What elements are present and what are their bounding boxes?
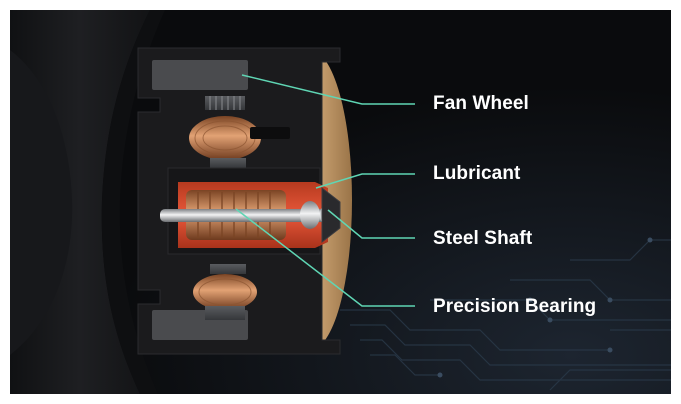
diagram-frame: Fan Wheel Lubricant Steel Shaft Precisio… (10, 10, 671, 394)
callout-fan-wheel: Fan Wheel (433, 93, 529, 114)
shaft-end-cap (300, 201, 320, 229)
top-pad (152, 60, 248, 90)
circuit-pads (437, 237, 653, 378)
fan-blades (10, 10, 165, 394)
fan-motor-cutaway-illustration (10, 10, 671, 394)
upper-coil (189, 96, 290, 168)
leader-line-steel-shaft (327, 209, 415, 239)
callout-steel-shaft: Steel Shaft (433, 228, 533, 249)
leader-line-fan-wheel (241, 74, 415, 105)
circuit-pattern (340, 239, 671, 391)
lower-coil (193, 264, 257, 320)
leader-lines (235, 74, 415, 307)
callout-lubricant: Lubricant (433, 163, 521, 184)
leader-line-precision-bearing (235, 208, 415, 307)
retaining-clip (321, 186, 341, 244)
callout-precision-bearing: Precision Bearing (433, 296, 597, 317)
leader-line-lubricant (315, 173, 415, 189)
